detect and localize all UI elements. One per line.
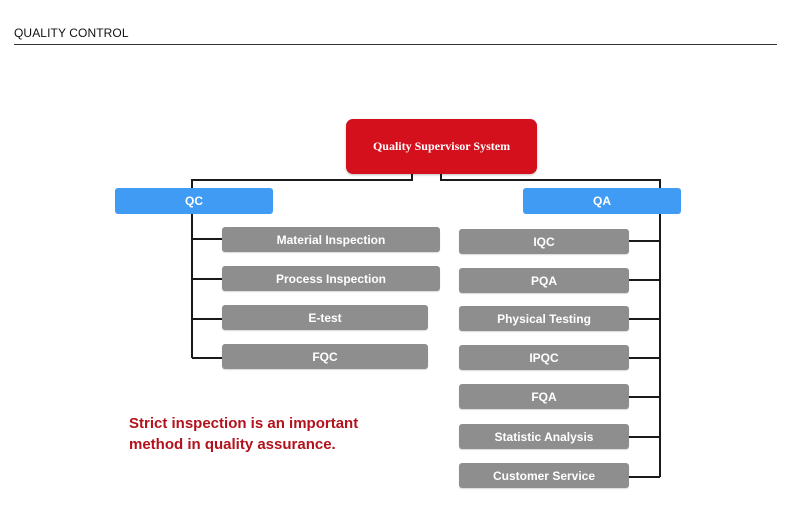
quality-note-line-1: Strict inspection is an important [129, 415, 359, 432]
qa-item-fqa: FQA [459, 384, 629, 409]
branch-node-qa: QA [523, 188, 681, 214]
branch-node-qc: QC [115, 188, 273, 214]
qc-item-material-inspection: Material Inspection [222, 227, 440, 252]
qa-item-pqa: PQA [459, 268, 629, 293]
section-title: QUALITY CONTROL [14, 26, 129, 40]
qc-item-e-test: E-test [222, 305, 428, 330]
quality-note-line-2: method in quality assurance. [129, 436, 336, 453]
qc-item-fqc: FQC [222, 344, 428, 369]
qa-item-ipqc: IPQC [459, 345, 629, 370]
qa-item-customer-service: Customer Service [459, 463, 629, 488]
qa-item-statistic-analysis: Statistic Analysis [459, 424, 629, 449]
qa-item-physical-testing: Physical Testing [459, 306, 629, 331]
root-node-quality-supervisor-system: Quality Supervisor System [346, 119, 537, 174]
qc-item-process-inspection: Process Inspection [222, 266, 440, 291]
qa-item-iqc: IQC [459, 229, 629, 254]
quality-note: Strict inspection is an important method… [129, 413, 449, 455]
connector-root-qa [440, 174, 661, 188]
title-divider [14, 44, 777, 45]
connector-root-qc [191, 174, 413, 188]
